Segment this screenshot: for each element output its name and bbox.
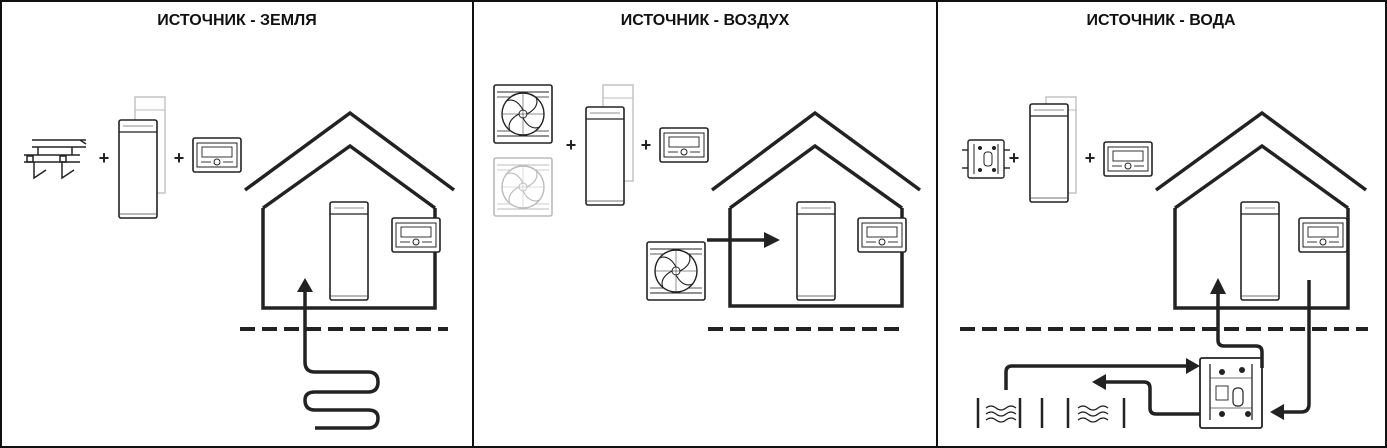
arrow-head-icon	[297, 278, 313, 292]
controller-icon	[1298, 217, 1348, 253]
plus-sign: +	[565, 135, 577, 155]
plus-sign: +	[1084, 148, 1096, 168]
heat-pump-unit-icon	[1240, 201, 1280, 301]
heat-pump-unit-icon	[1029, 96, 1077, 203]
ground-loop-arrow	[303, 285, 380, 430]
outdoor-fan-unit-icon	[646, 241, 706, 301]
water-return-pipe	[1104, 380, 1200, 416]
plus-sign: +	[98, 148, 110, 168]
arrow-head-icon	[1270, 404, 1284, 420]
arrow-head-icon	[1092, 374, 1106, 390]
controller-icon	[857, 217, 907, 253]
arrow-head-icon	[1186, 358, 1200, 374]
panel-title-water: ИСТОЧНИК - ВОДА	[1086, 12, 1236, 29]
house-outline	[1154, 110, 1368, 310]
plus-sign: +	[1008, 148, 1020, 168]
water-panel-artwork	[960, 96, 1368, 429]
house-outline	[243, 110, 456, 310]
arrow-head-icon	[764, 232, 780, 248]
ground-panel-artwork	[24, 96, 456, 430]
controller-icon	[192, 137, 242, 173]
outdoor-fan-unit-icon	[493, 84, 553, 144]
controller-icon	[391, 217, 441, 253]
controller-icon	[659, 127, 709, 163]
water-supply-pipe	[1004, 364, 1188, 390]
heat-pump-unit-icon	[118, 96, 166, 219]
outdoor-fan-unit-icon	[493, 157, 553, 217]
water-waves-icon	[1040, 398, 1126, 428]
heat-pump-unit-icon	[585, 84, 634, 206]
water-module-icon	[1199, 357, 1263, 429]
ground-collector-icon	[24, 139, 87, 180]
panel-title-air: ИСТОЧНИК - ВОЗДУХ	[620, 12, 790, 29]
plus-sign: +	[173, 148, 185, 168]
water-waves-icon	[976, 398, 1022, 428]
air-panel-artwork	[493, 84, 922, 331]
heat-pump-unit-icon	[329, 201, 369, 301]
panel-title-ground: ИСТОЧНИК - ЗЕМЛЯ	[157, 12, 317, 29]
plus-sign: +	[640, 135, 652, 155]
arrow-head-icon	[1210, 278, 1226, 294]
heat-pump-unit-icon	[796, 201, 836, 301]
water-module-icon	[961, 139, 1011, 179]
house-outline	[710, 110, 922, 308]
house-supply-pipe	[1216, 290, 1264, 368]
house-return-pipe	[1282, 280, 1311, 414]
controller-icon	[1103, 141, 1153, 177]
